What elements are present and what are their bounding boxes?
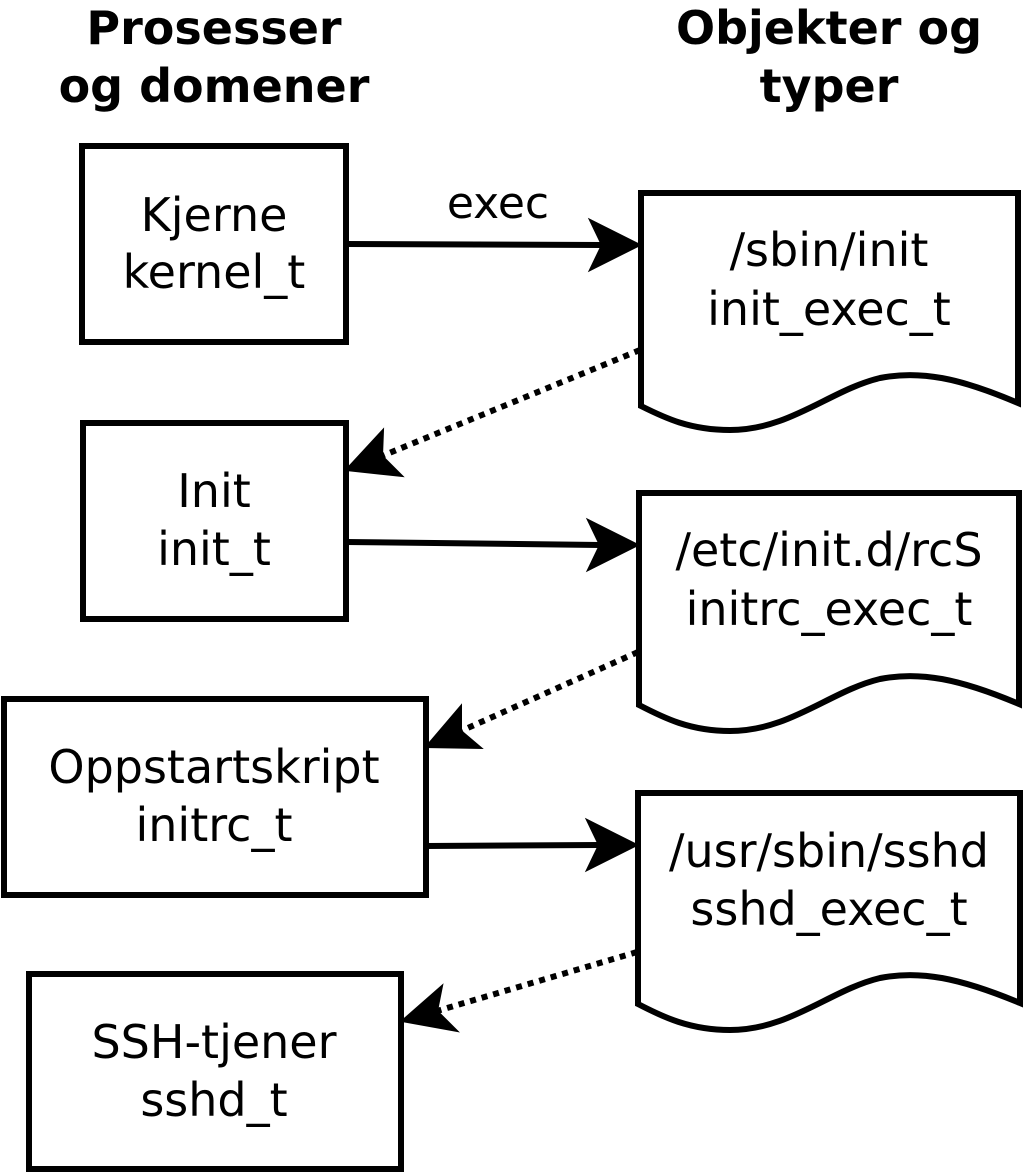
edge-label-exec: exec bbox=[447, 178, 549, 229]
object-sbin-init: /sbin/init init_exec_t bbox=[638, 190, 1021, 434]
process-name: Oppstartskript bbox=[48, 740, 379, 794]
process-box bbox=[80, 420, 349, 622]
process-name: Init bbox=[177, 464, 251, 518]
process-box bbox=[79, 143, 349, 345]
document-shape bbox=[636, 490, 1022, 735]
edge-init-to-rcs bbox=[345, 517, 641, 573]
process-init: Init init_t bbox=[80, 420, 349, 622]
arrowhead bbox=[423, 703, 484, 750]
processes-heading: Prosesser og domener bbox=[59, 1, 370, 113]
object-path: /sbin/init bbox=[730, 223, 929, 277]
edge-line bbox=[459, 649, 640, 734]
edges: exec bbox=[343, 178, 643, 1033]
process-box bbox=[1, 696, 429, 898]
arrowhead bbox=[399, 983, 460, 1033]
edge-kernel-to-sbin-init: exec bbox=[345, 178, 643, 273]
arrowhead bbox=[584, 817, 640, 873]
process-oppstartskript: Oppstartskript initrc_t bbox=[1, 696, 429, 898]
object-etc-init-d-rcs: /etc/init.d/rcS initrc_exec_t bbox=[636, 490, 1022, 735]
edge-rcs-to-oppstartskript bbox=[423, 649, 640, 750]
process-type: initrc_t bbox=[136, 798, 293, 852]
edge-line bbox=[345, 539, 601, 548]
object-type: initrc_exec_t bbox=[686, 582, 973, 636]
arrowhead bbox=[587, 217, 643, 273]
arrowhead bbox=[585, 517, 641, 573]
process-type: sshd_t bbox=[140, 1073, 287, 1127]
edge-sshd-to-ssh-tjener bbox=[399, 949, 638, 1033]
process-type: kernel_t bbox=[123, 245, 306, 299]
object-path: /etc/init.d/rcS bbox=[675, 523, 982, 577]
edge-line bbox=[425, 842, 600, 849]
process-name: SSH-tjener bbox=[91, 1015, 336, 1069]
objects-heading: Objekter og typer bbox=[676, 1, 982, 113]
document-shape bbox=[638, 190, 1021, 434]
process-type: init_t bbox=[157, 522, 271, 576]
arrowhead bbox=[343, 427, 405, 478]
edge-line bbox=[436, 949, 638, 1014]
process-box bbox=[26, 971, 404, 1172]
processes-heading-line-2: og domener bbox=[59, 59, 370, 113]
objects-heading-line-1: Objekter og bbox=[676, 1, 982, 55]
edge-line bbox=[345, 241, 603, 248]
edge-sbin-init-to-init bbox=[343, 347, 642, 478]
process-ssh-tjener: SSH-tjener sshd_t bbox=[26, 971, 404, 1172]
processes-heading-line-1: Prosesser bbox=[86, 1, 342, 55]
object-type: sshd_exec_t bbox=[690, 882, 967, 936]
edge-oppstartskript-to-sshd bbox=[425, 817, 640, 873]
process-name: Kjerne bbox=[141, 188, 288, 242]
document-shape bbox=[635, 790, 1023, 1034]
object-usr-sbin-sshd: /usr/sbin/sshd sshd_exec_t bbox=[635, 790, 1023, 1034]
object-type: init_exec_t bbox=[707, 282, 951, 336]
edge-line bbox=[380, 347, 642, 459]
process-kjerne: Kjerne kernel_t bbox=[79, 143, 349, 345]
object-path: /usr/sbin/sshd bbox=[669, 824, 989, 878]
objects-heading-line-2: typer bbox=[760, 59, 899, 113]
